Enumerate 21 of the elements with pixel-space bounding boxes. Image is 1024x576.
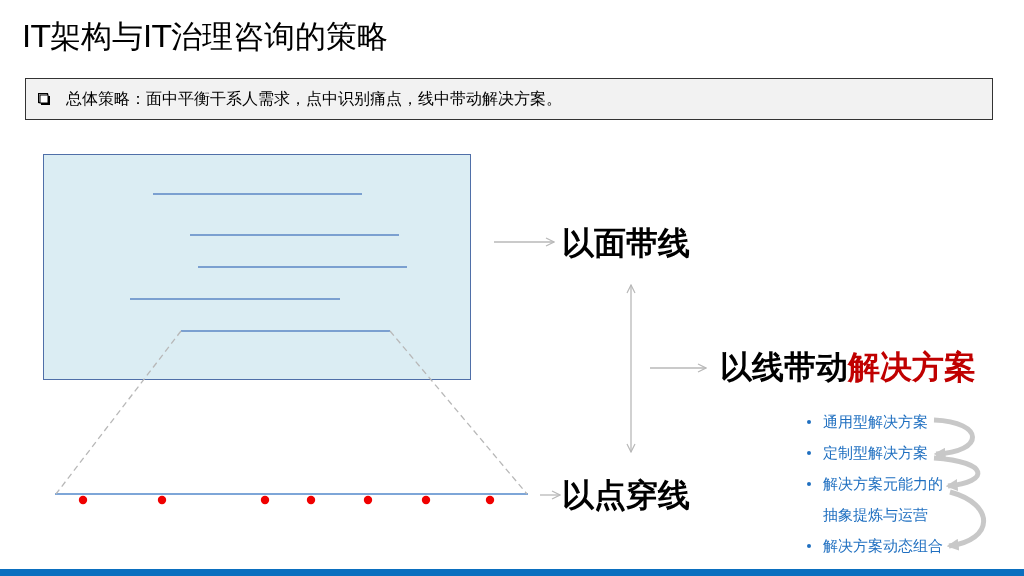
arrow (649, 363, 707, 373)
arrow (539, 490, 561, 500)
bullet-text: 通用型解决方案 (823, 412, 928, 433)
curved-arrow (933, 417, 975, 460)
bullet-text: 解决方案元能力的抽象提炼与运营 (823, 474, 944, 526)
surface-panel (43, 154, 471, 380)
curved-arrow (946, 489, 986, 550)
heading-text: 以线带动 (720, 348, 848, 386)
heading-text: 解决方案 (848, 348, 976, 386)
heading-text: 以面带线 (562, 224, 690, 262)
bullet-text: 定制型解决方案 (823, 443, 928, 464)
dashed-line (389, 330, 528, 495)
curved-arrow (933, 455, 981, 491)
slide-title: IT架构与IT治理咨询的策略 (22, 17, 389, 56)
summary-text: 总体策略：面中平衡干系人需求，点中识别痛点，线中带动解决方案。 (66, 89, 562, 110)
arrow (493, 237, 555, 247)
dashed-line (55, 330, 182, 495)
bullet-text: 解决方案动态组合 (823, 536, 943, 557)
heading-text: 以点穿线 (562, 476, 690, 514)
arrow (626, 284, 636, 453)
summary-box (25, 78, 993, 120)
